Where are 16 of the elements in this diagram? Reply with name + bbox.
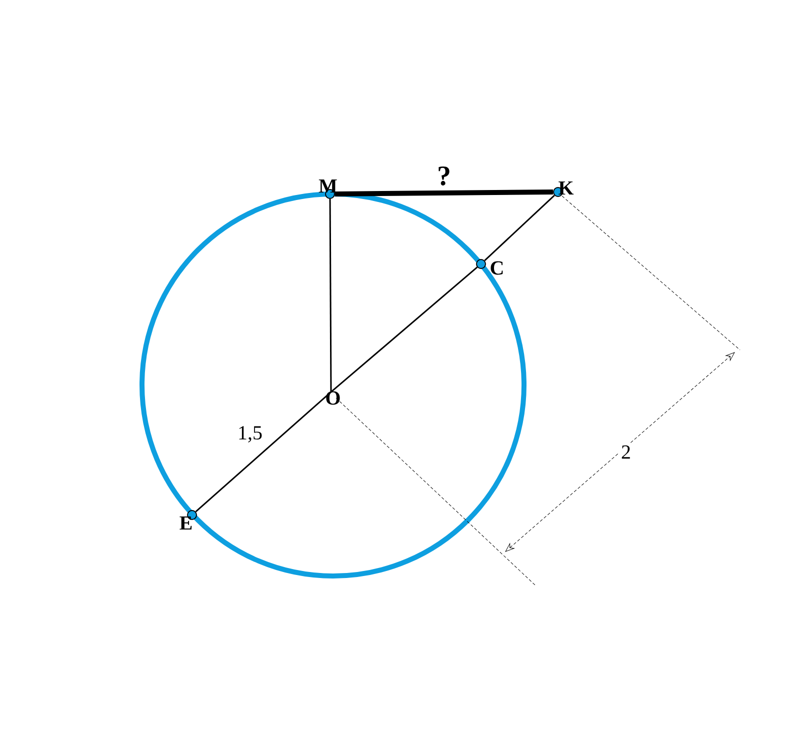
node-label: K [558,181,574,195]
edge-label: ? [438,166,450,186]
line-segment [195,392,332,512]
node-label: M [318,179,337,193]
line-segment [330,266,478,392]
edge-label: 1,5 [239,426,262,442]
point: C [476,259,503,275]
point: M [318,179,337,199]
dimension-label: 2 [622,445,630,459]
line-segment [484,194,555,262]
line-segment [329,199,332,392]
line-segment [334,190,554,196]
point: K [553,181,574,197]
node-label: E [180,516,192,530]
node-label: C [490,261,503,275]
point: E [180,510,197,530]
